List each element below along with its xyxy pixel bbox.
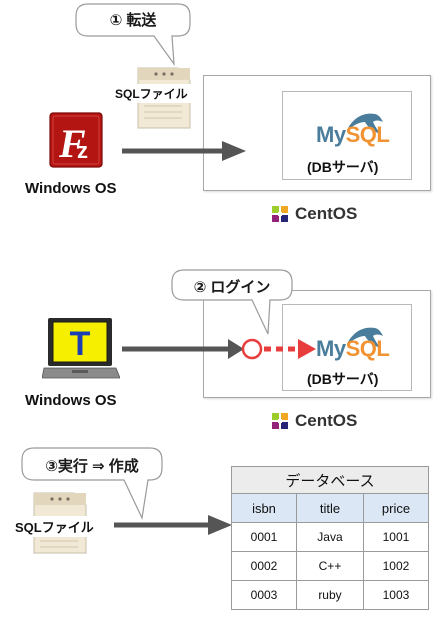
execute-callout-text: ③実行 ⇒ 作成 xyxy=(45,458,139,475)
mysql-dolphin-icon xyxy=(347,327,383,348)
column-header-title: title xyxy=(296,493,364,523)
table-cell: 0002 xyxy=(231,551,297,581)
sql-file-label-2: SQLファイル xyxy=(12,516,97,537)
mysql-logo-1: MySQL xyxy=(316,122,390,148)
transfer-callout-text: ① 転送 xyxy=(109,12,157,29)
table-cell: 1001 xyxy=(362,522,430,552)
centos-icon xyxy=(272,413,288,429)
transfer-arrow xyxy=(122,141,246,161)
centos-logo-1: CentOS xyxy=(295,204,358,223)
mysql-logo-my: My xyxy=(316,122,346,147)
filezilla-icon: F z xyxy=(49,112,103,168)
table-row: 0003 ruby 1003 xyxy=(231,580,430,610)
column-header-price: price xyxy=(362,493,430,523)
mysql-logo-my: My xyxy=(316,336,346,361)
table-header-row: isbn title price xyxy=(231,493,430,523)
table-cell: 0003 xyxy=(231,580,297,610)
table-cell: 0001 xyxy=(231,522,297,552)
table-caption: データベース xyxy=(231,466,429,494)
table-cell: Java xyxy=(296,522,364,552)
table-cell: 1002 xyxy=(362,551,430,581)
svg-text:z: z xyxy=(77,138,88,163)
table-cell: C++ xyxy=(296,551,364,581)
transfer-callout xyxy=(75,3,191,67)
login-callout-text: ② ログイン xyxy=(193,279,271,296)
table-row: 0001 Java 1001 xyxy=(231,522,430,552)
execute-callout xyxy=(21,447,163,521)
centos-icon xyxy=(272,206,288,222)
db-server-box-1 xyxy=(282,91,412,180)
sql-file-label-1: SQLファイル xyxy=(112,84,191,103)
db-server-label-1: (DBサーバ) xyxy=(307,159,379,175)
execute-arrow xyxy=(114,515,232,535)
database-table: データベース isbn title price 0001 Java 1001 0… xyxy=(231,466,430,610)
centos-logo-2: CentOS xyxy=(295,411,358,430)
login-arrow xyxy=(122,338,316,360)
mysql-logo-sql: SQL xyxy=(345,336,390,361)
client-label-2: Windows OS xyxy=(25,392,117,409)
column-header-isbn: isbn xyxy=(231,493,297,523)
mysql-logo-sql: SQL xyxy=(345,122,390,147)
mysql-dolphin-icon xyxy=(347,113,383,134)
table-cell: 1003 xyxy=(362,580,430,610)
login-callout xyxy=(171,269,293,335)
db-server-label-2: (DBサーバ) xyxy=(307,371,379,387)
client-label-1: Windows OS xyxy=(25,180,117,197)
table-row: 0002 C++ 1002 xyxy=(231,551,430,581)
svg-text:F: F xyxy=(58,121,86,166)
terminal-glyph: T xyxy=(70,325,91,363)
mysql-logo-2: MySQL xyxy=(316,336,390,362)
laptop-terminal-icon: T xyxy=(42,318,120,379)
table-cell: ruby xyxy=(296,580,364,610)
